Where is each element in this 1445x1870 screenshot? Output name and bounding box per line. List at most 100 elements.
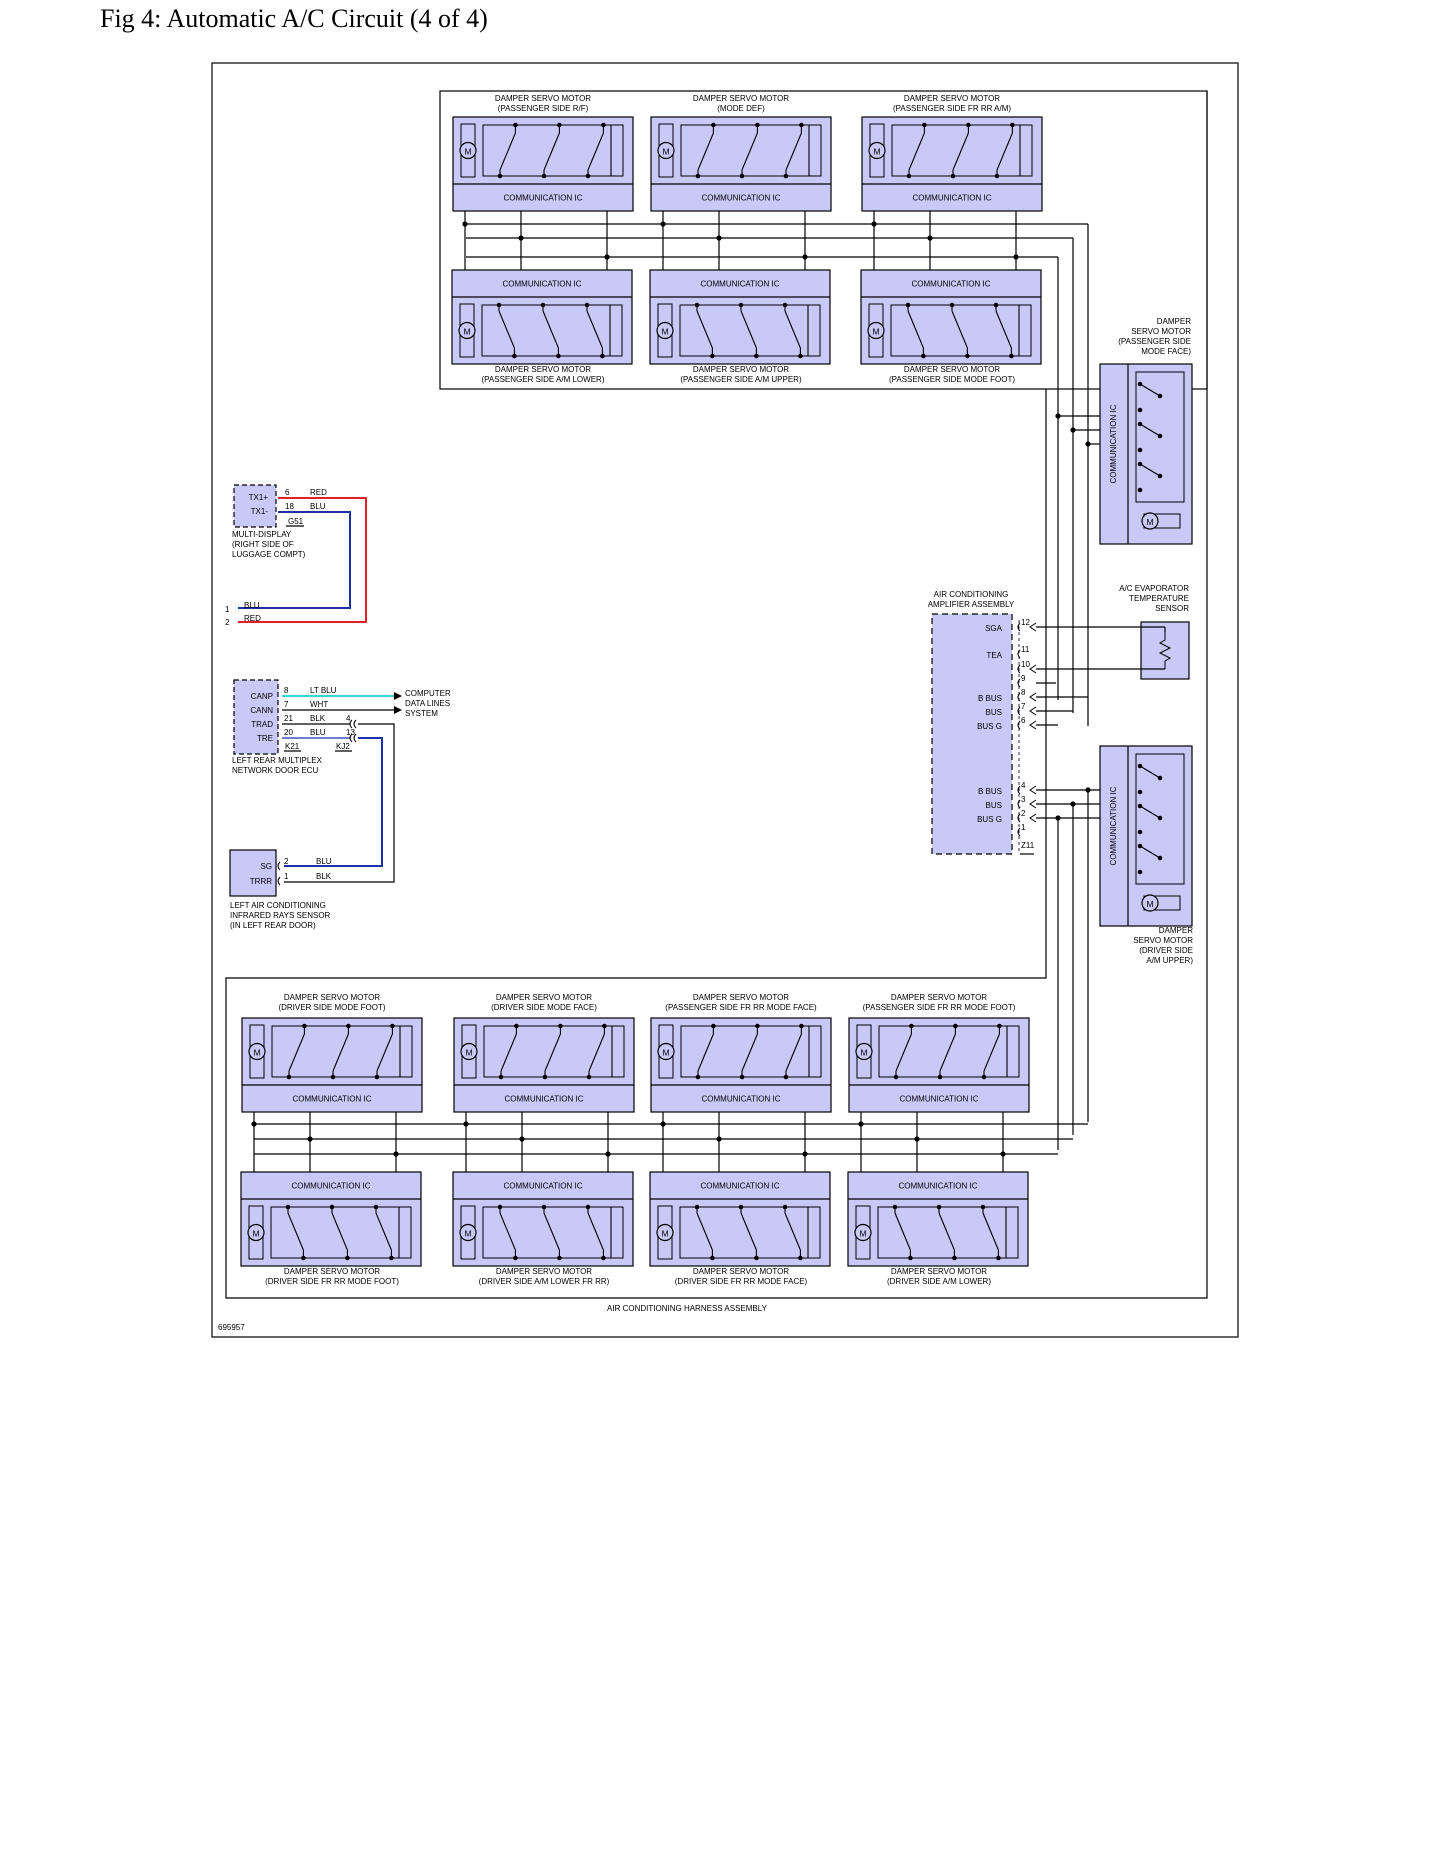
motor-symbol: M bbox=[662, 1048, 669, 1058]
contact-dot bbox=[1137, 487, 1143, 493]
wire bbox=[696, 310, 713, 349]
wire bbox=[952, 132, 969, 171]
motor-circle bbox=[458, 321, 476, 340]
arrow-icon bbox=[1029, 813, 1037, 823]
wire-black bbox=[284, 723, 395, 883]
top-upper-caption-2-line1: DAMPER SERVO MOTOR bbox=[904, 94, 1000, 103]
motor-circle bbox=[247, 1223, 265, 1242]
wire bbox=[1139, 463, 1161, 477]
motor-circle bbox=[460, 1042, 478, 1061]
amplifier-caption: AIR CONDITIONING bbox=[934, 590, 1009, 599]
contact-dot bbox=[695, 1074, 701, 1080]
contact-dot bbox=[540, 302, 546, 308]
servo-module-bottom-lower-0: COMMUNICATION ICM bbox=[240, 1171, 422, 1267]
ecu-caption: NETWORK DOOR ECU bbox=[232, 766, 318, 775]
md-pin-label: TX1- bbox=[251, 507, 269, 516]
switch-box bbox=[680, 1025, 822, 1078]
wire bbox=[543, 132, 560, 171]
ecu-pin-number-2: 13 bbox=[346, 728, 355, 737]
switch-icon bbox=[695, 1023, 810, 1080]
amp-pin-label: SGA bbox=[985, 624, 1003, 633]
amp-pin-number: 6 bbox=[1021, 716, 1026, 725]
contact-dot bbox=[694, 1204, 700, 1210]
servo-module-bottom-lower-3: COMMUNICATION ICM bbox=[847, 1171, 1029, 1267]
ecu-pin-number-2: 4 bbox=[346, 714, 351, 723]
motor-symbol: M bbox=[859, 1229, 866, 1239]
bottom-lower-caption-2-line1: DAMPER SERVO MOTOR bbox=[693, 1267, 789, 1276]
amp-connector-id: Z11 bbox=[1021, 841, 1035, 850]
motor-icon: M bbox=[1141, 512, 1159, 530]
contact-dot bbox=[694, 302, 700, 308]
junction-dot bbox=[871, 221, 877, 227]
wire bbox=[499, 1212, 516, 1251]
connector-icon bbox=[1017, 622, 1021, 632]
servo-module-right-upper: COMMUNICATION ICM bbox=[1099, 363, 1193, 545]
contact-dot bbox=[893, 1074, 899, 1080]
md-connector-id: G51 bbox=[288, 517, 304, 526]
motor-symbol: M bbox=[464, 147, 471, 157]
ecu-pin-number: 21 bbox=[284, 714, 293, 723]
motor-circle bbox=[1141, 894, 1159, 912]
switch-box bbox=[679, 1206, 821, 1259]
wire bbox=[740, 310, 757, 349]
switch-icon bbox=[496, 302, 611, 359]
bottom-lower-caption-1-line2: (DRIVER SIDE A/M LOWER FR RR) bbox=[479, 1277, 610, 1286]
switch-box bbox=[877, 1206, 1019, 1259]
bottom-upper-caption-1-line2: (DRIVER SIDE MODE FACE) bbox=[491, 1003, 597, 1012]
switch-box bbox=[481, 304, 623, 357]
amp-pin-number: 11 bbox=[1021, 645, 1030, 654]
harness-label: AIR CONDITIONING HARNESS ASSEMBLY bbox=[607, 1304, 768, 1313]
wire bbox=[785, 1033, 802, 1072]
motor-circle bbox=[854, 1223, 872, 1242]
contact-dot bbox=[905, 302, 911, 308]
arrow-icon bbox=[1029, 785, 1037, 795]
ecu-wire-color: BLU bbox=[310, 728, 326, 737]
contact-dot bbox=[497, 173, 503, 179]
connector-icon bbox=[1017, 649, 1021, 659]
ir-caption: INFRARED RAYS SENSOR bbox=[230, 911, 331, 920]
wire bbox=[288, 1033, 305, 1072]
bottom-upper-caption-2-line1: DAMPER SERVO MOTOR bbox=[693, 993, 789, 1002]
right-upper-caption: (PASSENGER SIDE bbox=[1118, 337, 1191, 346]
switch-icon bbox=[286, 1023, 401, 1080]
wire bbox=[1139, 845, 1161, 859]
contact-dot bbox=[498, 1074, 504, 1080]
contact-dot bbox=[1157, 775, 1163, 781]
junction-dot bbox=[914, 1136, 920, 1142]
junction-dot bbox=[1000, 1151, 1006, 1157]
contact-dot bbox=[541, 1204, 547, 1210]
md-wire-color: RED bbox=[310, 488, 327, 497]
motor-symbol: M bbox=[252, 1229, 259, 1239]
contact-dot bbox=[541, 173, 547, 179]
switch-icon bbox=[906, 122, 1021, 179]
comm-ic-label: COMMUNICATION IC bbox=[912, 280, 991, 289]
switch-icon bbox=[497, 1204, 612, 1261]
connector-icon bbox=[349, 719, 353, 729]
motor-symbol: M bbox=[661, 1229, 668, 1239]
wire bbox=[740, 1212, 757, 1251]
contact-dot bbox=[783, 1074, 789, 1080]
ir-pin-number: 1 bbox=[284, 872, 289, 881]
wire-blue bbox=[238, 511, 351, 609]
connector-icon bbox=[1017, 664, 1021, 674]
ext-wire-color: BLU bbox=[244, 601, 260, 610]
junction-dot bbox=[307, 1136, 313, 1142]
motor-icon: M bbox=[867, 321, 885, 340]
switch-icon bbox=[695, 122, 810, 179]
switch-icon bbox=[498, 1023, 613, 1080]
switch-icon bbox=[694, 1204, 809, 1261]
bottom-lower-caption-2-line2: (DRIVER SIDE FR RR MODE FACE) bbox=[675, 1277, 808, 1286]
top-lower-caption-2-line2: (PASSENGER SIDE MODE FOOT) bbox=[889, 375, 1015, 384]
connector-icon bbox=[277, 861, 281, 871]
contact-dot bbox=[906, 173, 912, 179]
connector-icon bbox=[1017, 785, 1021, 795]
amp-pin-label: TEA bbox=[986, 651, 1002, 660]
contact-dot bbox=[739, 173, 745, 179]
ecu-wire-color: LT BLU bbox=[310, 686, 337, 695]
contact-dot bbox=[950, 173, 956, 179]
wire bbox=[588, 1033, 605, 1072]
connector-icon bbox=[1017, 706, 1021, 716]
wire bbox=[1139, 423, 1161, 437]
connector-icon bbox=[1017, 720, 1021, 730]
ecu-connector-id-2: KJ2 bbox=[336, 742, 350, 751]
